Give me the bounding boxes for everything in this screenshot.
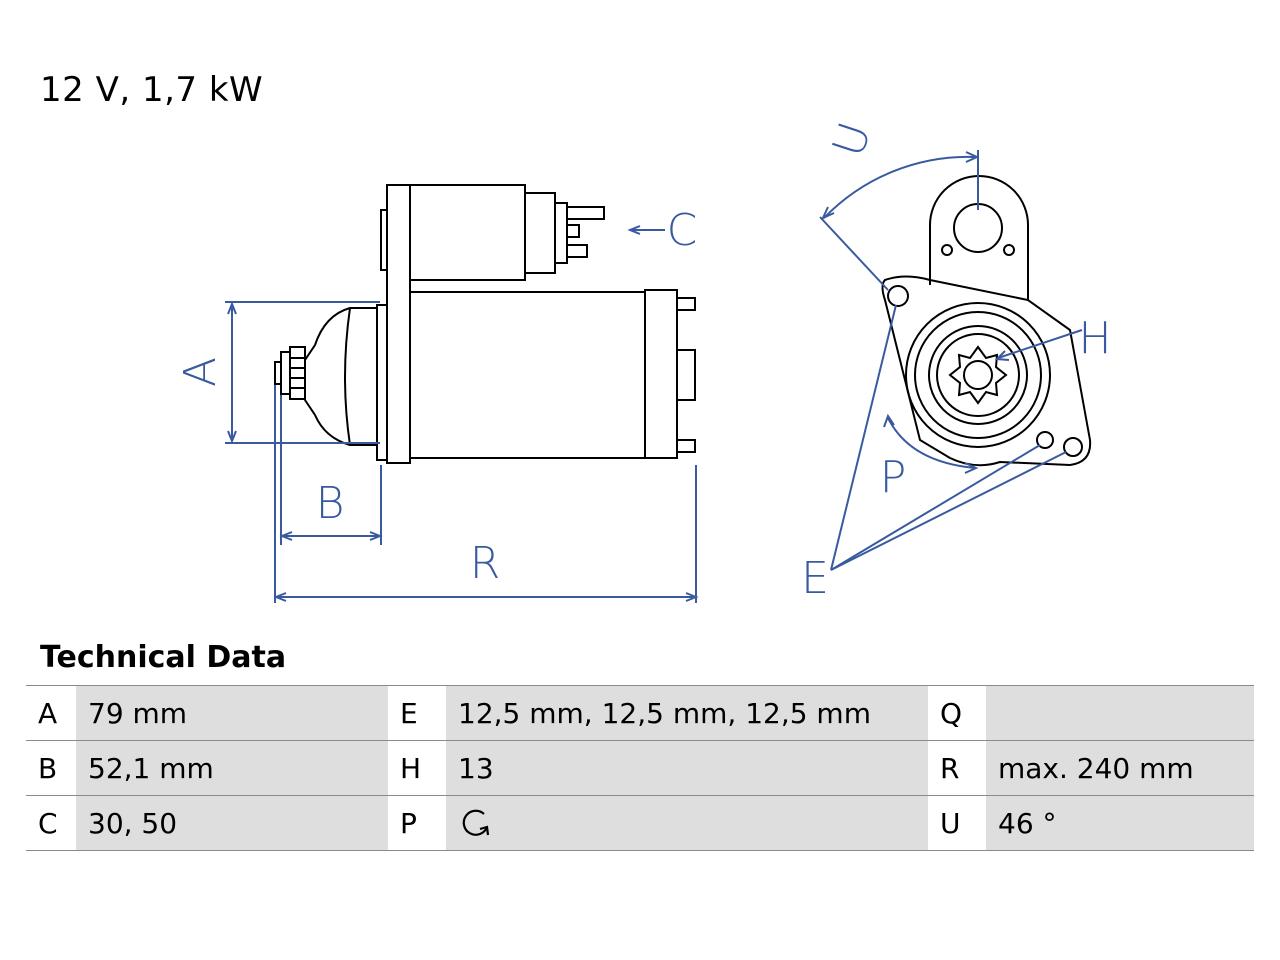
label-u: U bbox=[823, 116, 881, 162]
spec-value: 12,5 mm, 12,5 mm, 12,5 mm bbox=[446, 685, 928, 741]
rotation-p: P bbox=[880, 413, 979, 503]
dimension-r: R bbox=[273, 385, 699, 603]
table-row: B 52,1 mm H 13 R max. 240 mm bbox=[26, 740, 1254, 796]
label-r: R bbox=[470, 538, 501, 589]
spec-value: 30, 50 bbox=[76, 795, 388, 851]
label-b: B bbox=[316, 478, 345, 529]
table-row: C 30, 50 P U 46 ° bbox=[26, 795, 1254, 851]
pointer-h: H bbox=[994, 313, 1112, 364]
spec-value: 52,1 mm bbox=[76, 740, 388, 796]
pointer-e: E bbox=[801, 304, 1067, 604]
spec-value: 46 ° bbox=[986, 795, 1254, 851]
spec-key: H bbox=[388, 740, 446, 796]
spec-key: P bbox=[388, 795, 446, 851]
spec-key: C bbox=[26, 795, 76, 851]
pointer-c: C bbox=[627, 205, 698, 256]
spec-value: 13 bbox=[446, 740, 928, 796]
starter-side-view bbox=[274, 184, 696, 464]
spec-value bbox=[986, 685, 1254, 741]
label-c: C bbox=[667, 205, 698, 256]
technical-data-table: A 79 mm E 12,5 mm, 12,5 mm, 12,5 mm Q B … bbox=[26, 685, 1254, 851]
spec-key: E bbox=[388, 685, 446, 741]
table-row: A 79 mm E 12,5 mm, 12,5 mm, 12,5 mm Q bbox=[26, 685, 1254, 741]
starter-motor-diagram: A B R C bbox=[175, 116, 1112, 604]
label-e: E bbox=[801, 553, 829, 604]
label-a: A bbox=[175, 357, 226, 387]
label-h: H bbox=[1078, 313, 1111, 364]
page-title: 12 V, 1,7 kW bbox=[40, 70, 264, 110]
dimension-a: A bbox=[175, 301, 380, 444]
spec-value-rotation bbox=[446, 795, 928, 851]
starter-end-view bbox=[881, 175, 1092, 467]
spec-key: Q bbox=[928, 685, 986, 741]
label-p: P bbox=[880, 452, 907, 503]
spec-key: B bbox=[26, 740, 76, 796]
dimension-b: B bbox=[279, 395, 383, 545]
spec-value: 79 mm bbox=[76, 685, 388, 741]
spec-key: U bbox=[928, 795, 986, 851]
section-title: Technical Data bbox=[40, 640, 287, 675]
spec-key: A bbox=[26, 685, 76, 741]
rotation-direction-icon bbox=[462, 809, 490, 836]
angle-u: U bbox=[819, 116, 980, 291]
spec-value: max. 240 mm bbox=[986, 740, 1254, 796]
spec-key: R bbox=[928, 740, 986, 796]
